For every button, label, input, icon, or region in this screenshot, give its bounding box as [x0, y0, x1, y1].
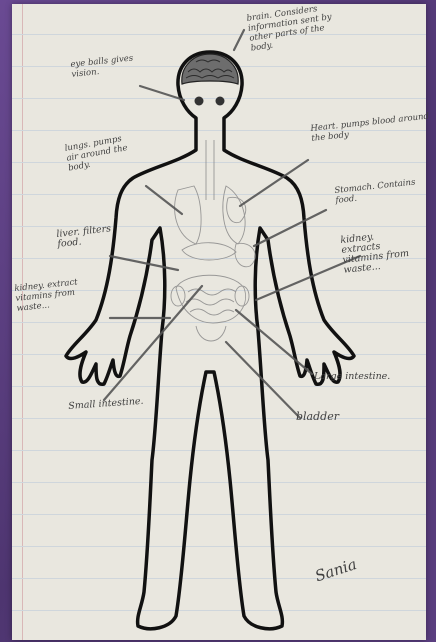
liver [182, 243, 236, 260]
left-eye [195, 97, 204, 106]
trachea [206, 140, 214, 200]
kidney-right-label: kidney. extracts vitamins from waste... [340, 229, 411, 276]
right-eye [216, 97, 225, 106]
left-lung [175, 186, 202, 244]
right-lung [223, 186, 245, 244]
bladder [196, 326, 226, 341]
large-intestine-label: Large intestine. [314, 372, 390, 382]
pointer-lines [104, 30, 360, 418]
stomach [235, 243, 255, 266]
right-kidney [235, 286, 249, 306]
small-intestine [186, 289, 236, 315]
organs-sketch [171, 140, 255, 341]
bladder-label: bladder [296, 412, 339, 422]
